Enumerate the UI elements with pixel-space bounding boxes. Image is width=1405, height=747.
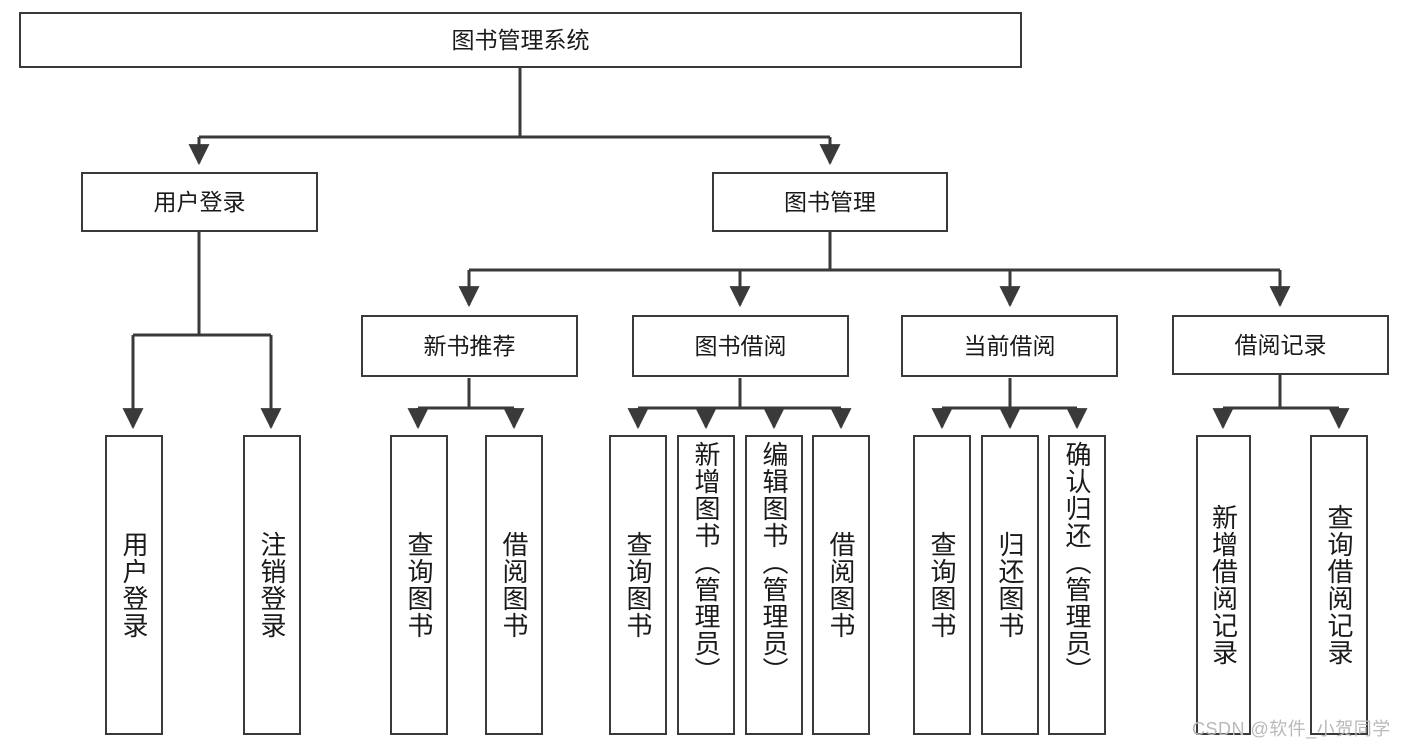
node-current-borrow[interactable]: 当前借阅 — [901, 315, 1118, 377]
node-label: 查询图书 — [927, 531, 957, 639]
node-new-book-recommend[interactable]: 新书推荐 — [361, 315, 578, 377]
node-label: 注销登录 — [257, 531, 287, 639]
leaf-query-book-new-recommend[interactable]: 查询图书 — [390, 435, 448, 735]
node-label: 借阅图书 — [499, 531, 529, 639]
node-label: 借阅图书 — [826, 531, 856, 639]
node-book-management[interactable]: 图书管理 — [712, 172, 948, 232]
leaf-borrow-book-borrow[interactable]: 借阅图书 — [812, 435, 870, 735]
node-label: 借阅记录 — [1234, 331, 1327, 358]
node-label: 用户登录 — [119, 531, 149, 639]
leaf-return-book[interactable]: 归还图书 — [981, 435, 1039, 735]
leaf-add-book-admin[interactable]: 新增图书（管理员） — [677, 435, 735, 735]
node-label: 新书推荐 — [423, 332, 516, 359]
csdn-watermark: CSDN @软件_小贺同学 — [1192, 719, 1391, 739]
leaf-user-login[interactable]: 用户登录 — [105, 435, 163, 735]
node-label: 编辑图书（管理员） — [759, 441, 789, 684]
node-label: 新增图书（管理员） — [691, 441, 721, 684]
leaf-confirm-return-admin[interactable]: 确认归还（管理员） — [1048, 435, 1106, 735]
leaf-query-book-current[interactable]: 查询图书 — [913, 435, 971, 735]
node-label: 确认归还（管理员） — [1062, 441, 1092, 684]
node-label: 归还图书 — [995, 531, 1025, 639]
node-label: 查询图书 — [623, 531, 653, 639]
leaf-edit-book-admin[interactable]: 编辑图书（管理员） — [745, 435, 803, 735]
leaf-query-book-borrow[interactable]: 查询图书 — [609, 435, 667, 735]
node-label: 图书管理 — [784, 188, 876, 215]
node-borrow-record[interactable]: 借阅记录 — [1172, 315, 1389, 375]
node-label: 用户登录 — [153, 188, 246, 215]
node-label: 查询借阅记录 — [1324, 504, 1354, 666]
node-label: 查询图书 — [404, 531, 434, 639]
node-label: 新增借阅记录 — [1208, 504, 1239, 666]
node-label: 当前借阅 — [963, 332, 1056, 359]
node-book-borrow[interactable]: 图书借阅 — [632, 315, 849, 377]
node-label: 图书管理系统 — [451, 26, 590, 53]
leaf-borrow-book-new-recommend[interactable]: 借阅图书 — [485, 435, 543, 735]
leaf-logout-login[interactable]: 注销登录 — [243, 435, 301, 735]
leaf-add-borrow-record[interactable]: 新增借阅记录 — [1196, 435, 1251, 735]
node-root-book-management-system[interactable]: 图书管理系统 — [19, 12, 1022, 68]
node-user-login[interactable]: 用户登录 — [81, 172, 318, 232]
node-label: 图书借阅 — [694, 332, 787, 359]
leaf-query-borrow-record[interactable]: 查询借阅记录 — [1310, 435, 1368, 735]
